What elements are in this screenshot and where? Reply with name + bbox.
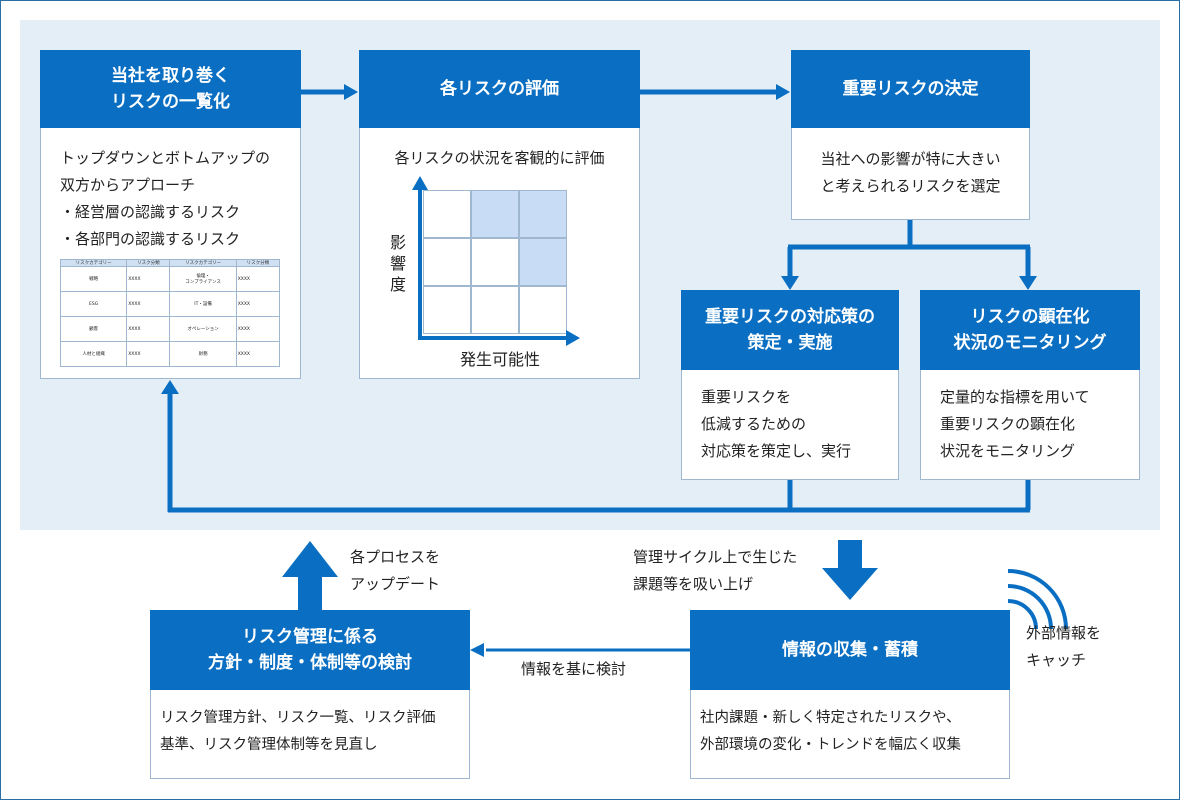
review-info-label: 情報を基に検討 <box>521 660 627 678</box>
matrix-y-axis-label: 影 響 度 <box>390 233 407 294</box>
key-risk-title: 重要リスクの決定 <box>791 50 1030 128</box>
info-collection-title: 情報の収集・蓄積 <box>690 610 1010 690</box>
policy-review-title: リスク管理に係る 方針・制度・体制等の検討 <box>150 610 470 690</box>
matrix-cell <box>519 190 567 238</box>
table-cell: XXXX <box>235 266 281 292</box>
matrix-cell <box>471 286 519 334</box>
risk-list-title: 当社を取り巻く リスクの一覧化 <box>40 50 301 128</box>
matrix-cell <box>519 286 567 334</box>
table-cell: 倫理・ コンプライアンス <box>169 266 237 292</box>
matrix-cell <box>471 238 519 286</box>
key-risk-description: 当社への影響が特に大きい と考えられるリスクを選定 <box>820 150 1001 195</box>
matrix-cell <box>423 238 471 286</box>
info-collection-description: 社内課題・新しく特定されたリスクや、 外部環境の変化・トレンドを幅広く収集 <box>700 710 961 753</box>
matrix-cell <box>471 190 519 238</box>
matrix-x-axis-label: 発生可能性 <box>459 350 540 369</box>
matrix-cell <box>423 190 471 238</box>
risk-list-description: トップダウンとボトムアップの 双方からアプローチ ・経営層の認識するリスク ・各… <box>60 149 271 248</box>
table-row: 戦略 XXXX 倫理・ コンプライアンス XXXX <box>59 266 281 292</box>
table-cell: XXXX <box>235 341 281 367</box>
monitoring-description: 定量的な指標を用いて 重要リスクの顕在化 状況をモニタリング <box>940 388 1090 460</box>
countermeasure-title: 重要リスクの対応策の 策定・実施 <box>681 290 899 370</box>
table-row: 顧客 XXXX オペレーション XXXX <box>59 316 281 342</box>
table-cell: XXXX <box>235 291 281 317</box>
table-cell: 人材と組織 <box>59 341 128 367</box>
policy-review-description: リスク管理方針、リスク一覧、リスク評価 基準、リスク管理体制等を見直し <box>160 710 436 753</box>
update-process-label: 各プロセスを アップデート <box>350 548 441 593</box>
risk-evaluation-description: 各リスクの状況を客観的に評価 <box>394 149 605 167</box>
matrix-cell <box>519 238 567 286</box>
external-info-label: 外部情報を キャッチ <box>1026 624 1102 669</box>
table-cell: 財務 <box>169 341 237 367</box>
table-cell: オペレーション <box>169 316 237 342</box>
table-cell: XXXX <box>126 341 171 367</box>
risk-category-table: リスクカテゴリー リスク分類 リスクカテゴリー リスク分類 戦略 XXXX 倫理… <box>59 259 281 367</box>
table-cell: XXXX <box>126 266 171 292</box>
absorb-issues-label: 管理サイクル上で生じた 課題等を吸い上げ <box>633 548 798 593</box>
table-cell: ESG <box>59 291 128 317</box>
risk-evaluation-title: 各リスクの評価 <box>359 50 640 128</box>
monitoring-title: リスクの顕在化 状況のモニタリング <box>920 290 1140 370</box>
table-cell: XXXX <box>235 316 281 342</box>
matrix-cell <box>423 286 471 334</box>
countermeasure-description: 重要リスクを 低減するための 対応策を策定し、実行 <box>701 388 852 460</box>
table-row: 人材と組織 XXXX 財務 XXXX <box>59 341 281 367</box>
